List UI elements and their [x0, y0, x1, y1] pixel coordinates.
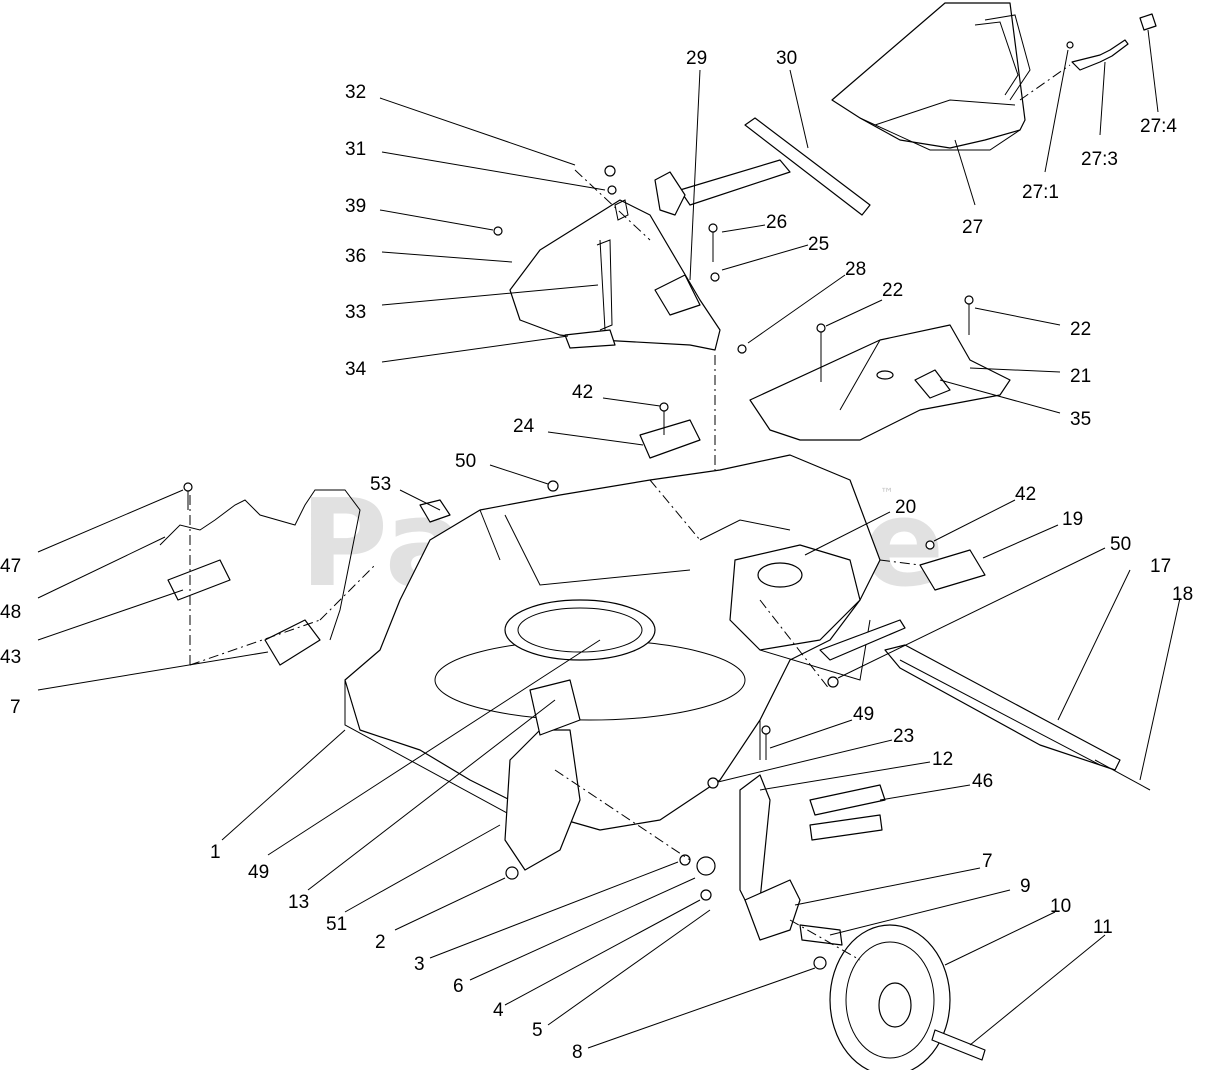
deflector-cover-part-35 — [749, 324, 1011, 441]
callout-24: 24 — [513, 416, 535, 437]
handle-wire-part-48 — [159, 489, 376, 666]
callout-12: 12 — [932, 749, 953, 770]
callout-7-right: 7 — [982, 851, 993, 872]
callout-30: 30 — [776, 48, 797, 69]
leader-lines — [37, 29, 1181, 1049]
callout-27-3: 27:3 — [1081, 149, 1118, 170]
bag-hardware-parts-27 — [1019, 13, 1157, 101]
callout-4: 4 — [493, 1000, 504, 1021]
callout-43: 43 — [0, 647, 21, 668]
callout-50-right: 50 — [1110, 534, 1131, 555]
callout-50-left: 50 — [455, 451, 476, 472]
callout-36: 36 — [345, 246, 366, 267]
callout-35: 35 — [1070, 409, 1091, 430]
callout-2: 2 — [375, 932, 386, 953]
grass-bag-part-27 — [831, 2, 1031, 151]
callout-13: 13 — [288, 892, 309, 913]
callout-34: 34 — [345, 359, 367, 380]
rear-door-rod-part-30 — [654, 117, 871, 216]
callout-42-upper: 42 — [572, 382, 593, 403]
callout-28: 28 — [845, 259, 866, 280]
callout-labels: 32 31 39 36 33 34 29 30 26 25 28 22 22 2… — [0, 48, 1193, 1063]
parts-artwork — [159, 2, 1157, 1070]
callout-27-1: 27:1 — [1022, 182, 1059, 203]
callout-11: 11 — [1093, 917, 1113, 938]
callout-6: 6 — [453, 976, 464, 997]
fasteners — [183, 165, 974, 970]
rear-height-bracket — [504, 679, 581, 871]
rear-door-assembly — [509, 199, 721, 351]
callout-39: 39 — [345, 196, 366, 217]
callout-46: 46 — [972, 771, 993, 792]
callout-17: 17 — [1150, 556, 1171, 577]
callout-10: 10 — [1050, 896, 1071, 917]
callout-48: 48 — [0, 602, 21, 623]
callout-49-left: 49 — [248, 862, 269, 883]
callout-5: 5 — [532, 1020, 543, 1041]
callout-22-left: 22 — [882, 280, 903, 301]
callout-27: 27 — [962, 217, 983, 238]
callout-3: 3 — [414, 954, 425, 975]
belt-guard-part-17 — [884, 644, 1151, 791]
callout-20: 20 — [895, 497, 916, 518]
mower-deck-part-1 — [344, 454, 906, 831]
callout-32: 32 — [345, 82, 366, 103]
callout-7-left: 7 — [10, 697, 21, 718]
callout-51: 51 — [326, 914, 347, 935]
callout-22-right: 22 — [1070, 319, 1091, 340]
height-adjuster-brackets — [167, 419, 986, 601]
watermark-trademark: ™ — [880, 486, 894, 502]
front-wheel-assembly — [739, 774, 986, 1070]
callout-23: 23 — [893, 726, 914, 747]
callout-47: 47 — [0, 556, 21, 577]
callout-21: 21 — [1070, 366, 1091, 387]
callout-49-right: 49 — [853, 704, 874, 725]
callout-8: 8 — [572, 1042, 583, 1063]
callout-18: 18 — [1172, 584, 1193, 605]
callout-1: 1 — [210, 842, 221, 863]
callout-27-4: 27:4 — [1140, 116, 1177, 137]
callout-29: 29 — [686, 48, 707, 69]
callout-25: 25 — [808, 234, 829, 255]
callout-33: 33 — [345, 302, 366, 323]
callout-19: 19 — [1062, 509, 1083, 530]
callout-26: 26 — [766, 212, 787, 233]
callout-9: 9 — [1020, 876, 1031, 897]
callout-53: 53 — [370, 474, 391, 495]
callout-42-right: 42 — [1015, 484, 1036, 505]
callout-31: 31 — [345, 139, 366, 160]
assembly-lines — [554, 169, 921, 961]
